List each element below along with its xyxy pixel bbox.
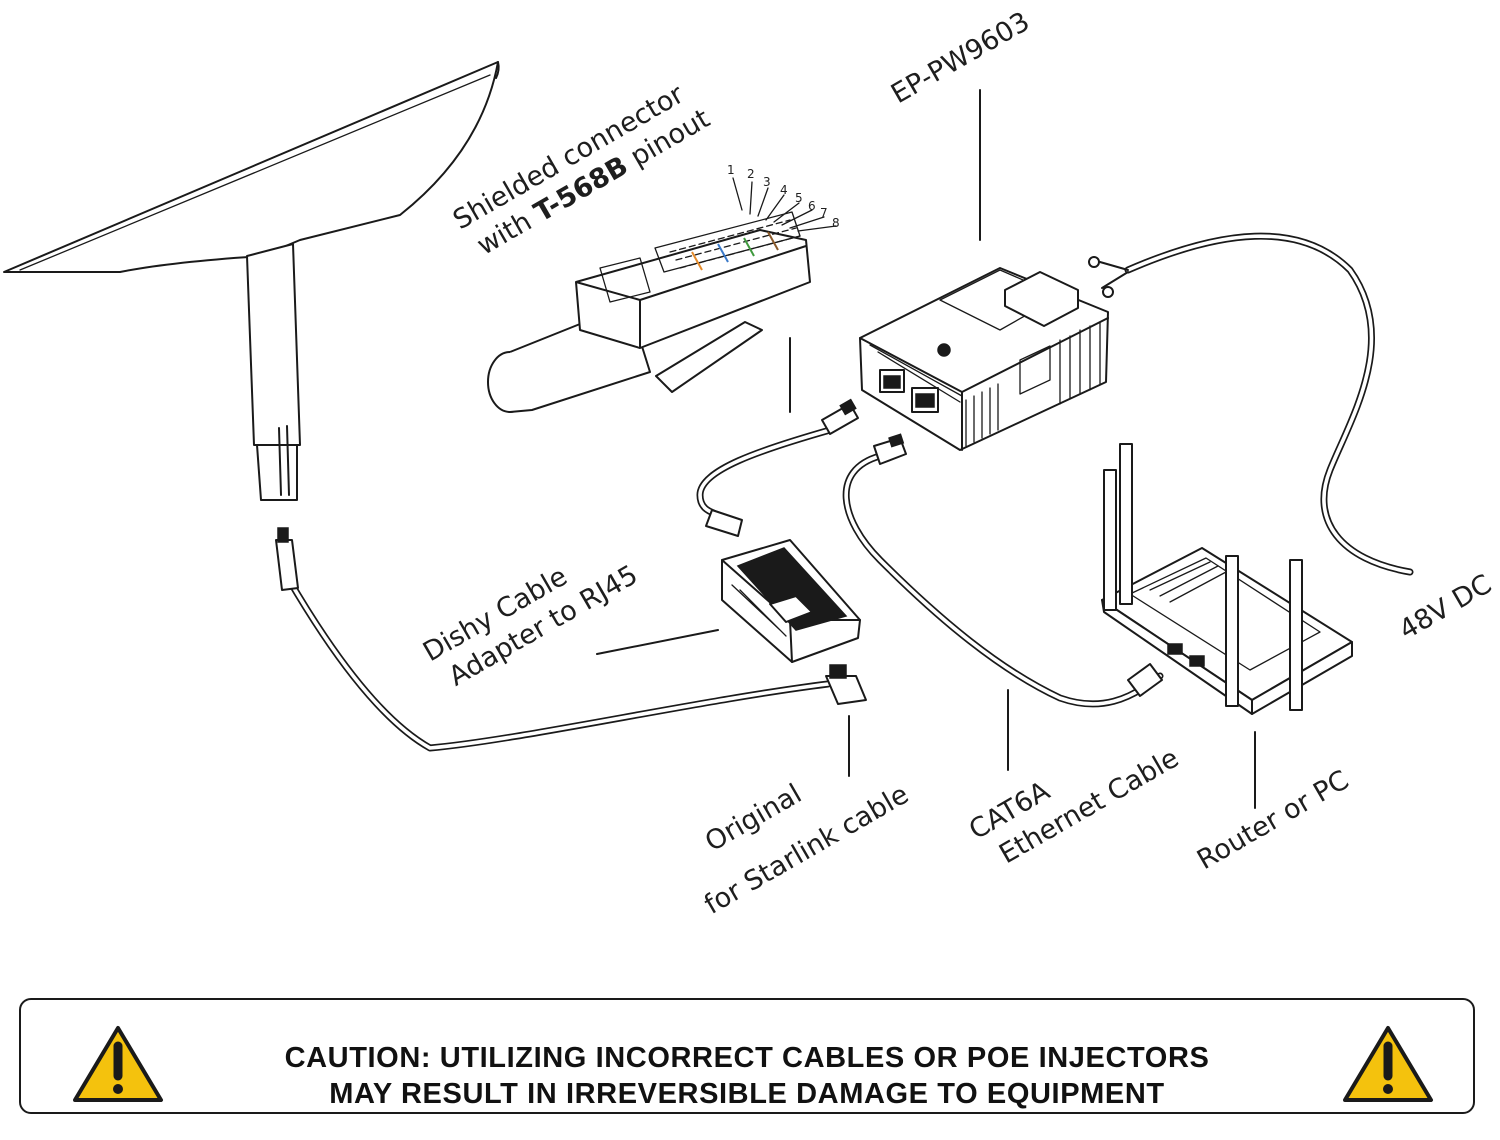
injector-model-label: EP-PW9603: [886, 6, 1035, 110]
power-label: 48V DC: [1394, 569, 1497, 646]
warning-triangle-icon: [1343, 1026, 1433, 1102]
injector-ribs: [965, 321, 1101, 447]
poe-patch-cable: [696, 398, 859, 537]
pin-label: 8: [832, 216, 840, 230]
pin-leader-lines: [732, 177, 837, 232]
pin-label: 5: [795, 191, 803, 205]
pin-label: 6: [808, 199, 816, 213]
pin-label: 2: [747, 167, 755, 181]
pin-label: 3: [763, 175, 771, 189]
pin-label: 1: [727, 163, 735, 177]
cat6a-cable: [842, 433, 1164, 708]
warning-triangle-icon: [73, 1026, 163, 1102]
installation-diagram: 1 2 3 4 5 6 7 8: [3, 6, 1497, 921]
pin-label: 7: [820, 206, 828, 220]
poe-injector: [859, 267, 1109, 451]
original-cable-label-2: for Starlink cable: [699, 779, 914, 921]
caution-line-2: MAY RESULT IN IRREVERSIBLE DAMAGE TO EQU…: [329, 1078, 1165, 1110]
leader-lines: [596, 89, 1256, 809]
original-starlink-cable: [275, 527, 867, 752]
caution-banner: CAUTION: UTILIZING INCORRECT CABLES OR P…: [19, 998, 1475, 1114]
starlink-dish: [3, 61, 500, 501]
caution-line-1: CAUTION: UTILIZING INCORRECT CABLES OR P…: [284, 1042, 1210, 1074]
dishy-adapter: [721, 539, 861, 663]
pin-label: 4: [780, 183, 788, 197]
router: [1101, 443, 1353, 715]
router-label: Router or PC: [1192, 765, 1354, 877]
dc-power-cable: [1088, 232, 1414, 576]
wire-stripes: [669, 219, 801, 271]
pin-numbers: 1 2 3 4 5 6 7 8: [727, 163, 840, 230]
rj45-shielded-connector: 1 2 3 4 5 6 7 8: [487, 163, 840, 413]
caution-text: CAUTION: UTILIZING INCORRECT CABLES OR P…: [171, 1040, 1323, 1112]
